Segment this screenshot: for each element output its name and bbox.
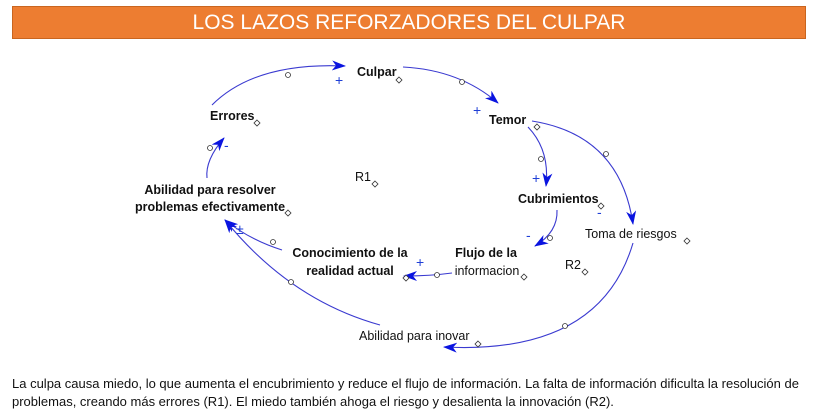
link-errores-culpar: [211, 60, 346, 106]
node-temor: Temor: [489, 113, 526, 127]
polarity-temor-toma: -: [597, 204, 602, 220]
node-abilidad-inovar: Abilidad para inovar: [359, 329, 470, 343]
polarity-temor-cubrimientos: +: [532, 170, 540, 186]
node-culpar: Culpar: [357, 65, 397, 79]
link-flujo-conocimiento: [403, 270, 453, 281]
polarity-flujo-conocimiento: +: [416, 254, 424, 270]
polarity-conocimiento-abilidad: ±: [236, 221, 244, 237]
slide-title: LOS LAZOS REFORZADORES DEL CULPAR: [12, 6, 806, 39]
link-temor-cubrimientos: [527, 126, 553, 187]
link-abilidad-errores: [206, 137, 225, 179]
node-flujo-line2: informacion: [455, 264, 520, 278]
polarity-cubrimientos-flujo: -: [526, 227, 531, 243]
link-conocimiento-abilidad: [224, 219, 283, 251]
link-cubrimientos-flujo: [534, 209, 558, 247]
link-culpar-temor: [402, 66, 499, 104]
node-conocimiento-line1: Conocimiento de la: [292, 246, 408, 260]
polarity-culpar-temor: +: [473, 102, 481, 118]
link-inovar-abilidad: [224, 219, 381, 326]
polarity-errores-culpar: +: [335, 72, 343, 88]
loop-r1: R1: [355, 170, 371, 184]
caption: La culpa causa miedo, lo que aumenta el …: [12, 376, 799, 409]
node-abilidad-resolver-line1: Abilidad para resolver: [144, 183, 275, 197]
link-toma-inovar: [443, 242, 634, 353]
loop-r2: R2: [565, 258, 581, 272]
polarity-abilidad-errores: -: [224, 137, 229, 153]
node-cubrimientos: Cubrimientos: [518, 192, 599, 206]
node-flujo-line1: Flujo de la: [455, 246, 518, 260]
node-errores: Errores: [210, 109, 255, 123]
node-toma-riesgos: Toma de riesgos: [585, 227, 677, 241]
node-conocimiento-line2: realidad actual: [306, 264, 394, 278]
node-abilidad-resolver-line2: problemas efectivamente: [135, 200, 285, 214]
link-temor-toma: [531, 120, 637, 225]
